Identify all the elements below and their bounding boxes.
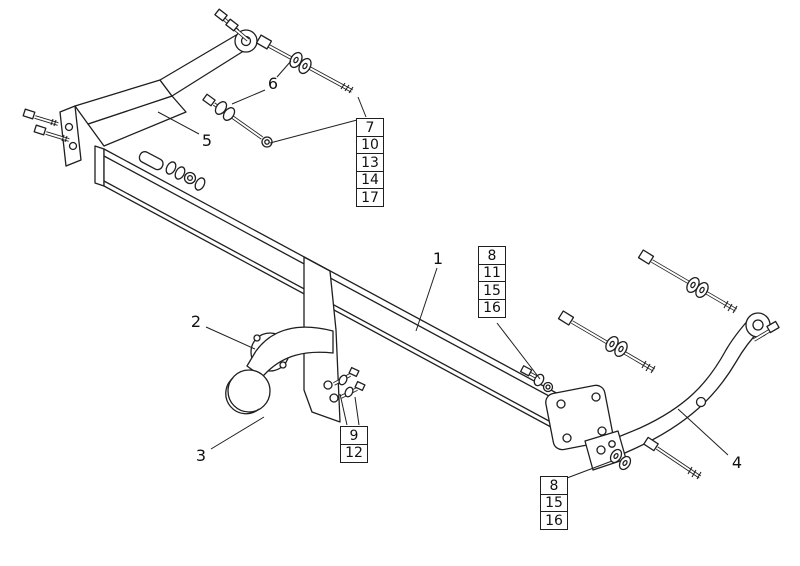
bolt-long-lower-left <box>202 93 273 148</box>
left-mounting-bracket <box>59 29 258 167</box>
tow-ball <box>225 369 271 415</box>
callout-3: 3 <box>195 446 207 465</box>
callout-box-9: 9 <box>340 426 368 445</box>
bolt-pair-left <box>22 108 70 143</box>
callout-4: 4 <box>731 453 743 472</box>
callout-5: 5 <box>201 131 213 150</box>
bolt-long-right-upper <box>637 249 738 314</box>
callout-stack-8-11-15-16: 8 11 15 16 <box>478 246 506 318</box>
bolt-small-far-right <box>753 320 780 342</box>
right-end-plate <box>545 384 614 451</box>
bolt-bottom-right <box>609 436 702 480</box>
callout-box-8-mid: 8 <box>478 246 506 265</box>
callout-box-13: 13 <box>356 153 384 173</box>
callout-box-7: 7 <box>356 118 384 137</box>
callout-box-12: 12 <box>340 443 368 463</box>
callout-6: 6 <box>267 74 279 93</box>
right-mounting-bracket <box>584 312 771 471</box>
bracket-bolt-pair <box>333 366 366 399</box>
callout-box-14: 14 <box>356 170 384 190</box>
callout-stack-7-10-13-14-17: 7 10 13 14 17 <box>356 118 384 208</box>
callout-box-17: 17 <box>356 188 384 208</box>
washer-nut-set-right <box>519 365 554 393</box>
callout-box-10: 10 <box>356 135 384 155</box>
washer-nut-stack-left <box>165 161 206 191</box>
callout-box-16-br: 16 <box>540 511 568 531</box>
callout-box-11: 11 <box>478 263 506 283</box>
callout-box-15-mid: 15 <box>478 281 506 301</box>
callout-stack-9-12: 9 12 <box>340 426 368 463</box>
bolt-long-right-lower <box>557 310 656 374</box>
callout-box-16-mid: 16 <box>478 298 506 318</box>
bolt-pair-top <box>214 8 250 42</box>
callout-box-8-br: 8 <box>540 476 568 495</box>
callout-1: 1 <box>432 249 444 268</box>
callout-2: 2 <box>190 312 202 331</box>
callout-box-15-br: 15 <box>540 493 568 513</box>
bolt-long-upper-left <box>255 34 354 94</box>
callout-stack-8-15-16: 8 15 16 <box>540 476 568 531</box>
callout-leader-lines <box>157 60 729 479</box>
